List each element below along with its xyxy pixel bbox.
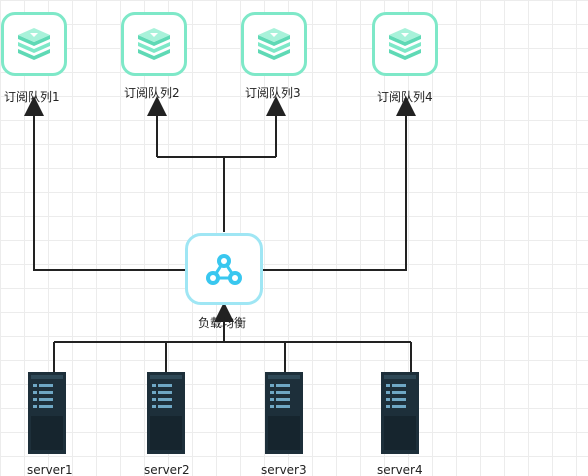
server-3-node	[265, 372, 303, 454]
queue-3-label: 订阅队列3	[245, 86, 301, 100]
queue-4-label: 订阅队列4	[377, 90, 433, 104]
queue-2-node	[121, 12, 187, 76]
server-rack-icon	[28, 372, 66, 454]
queue-4-node	[372, 12, 438, 76]
server-rack-icon	[381, 372, 419, 454]
server-4-label: server4	[377, 463, 423, 476]
server-4-node	[381, 372, 419, 454]
server-2-node	[147, 372, 185, 454]
redis-stack-icon	[18, 28, 50, 60]
queue-1-node	[1, 12, 67, 76]
redis-stack-icon	[138, 28, 170, 60]
server-3-label: server3	[261, 463, 307, 476]
redis-stack-icon	[258, 28, 290, 60]
queue-3-node	[241, 12, 307, 76]
server-1-node	[28, 372, 66, 454]
load-balancer-nodes-icon	[206, 254, 242, 285]
server-2-label: server2	[144, 463, 190, 476]
wire-lb-to-queue4	[262, 96, 416, 271]
redis-stack-icon	[389, 28, 421, 60]
server-rack-icon	[265, 372, 303, 454]
server-1-label: server1	[27, 463, 73, 476]
server-rack-icon	[147, 372, 185, 454]
queue-2-label: 订阅队列2	[124, 86, 180, 100]
queue-1-label: 订阅队列1	[4, 90, 60, 104]
load-balancer-label: 负载均衡	[198, 316, 247, 330]
wire-lb-to-queue1	[24, 96, 186, 271]
load-balancer-node	[185, 233, 263, 305]
